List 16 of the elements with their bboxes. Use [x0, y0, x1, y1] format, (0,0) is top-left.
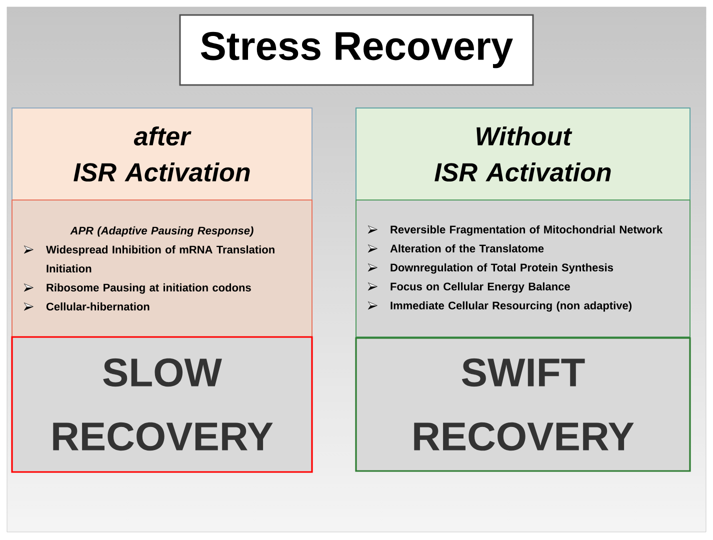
bullet-item: Immediate Cellular Resourcing (non adaptive): [390, 301, 632, 312]
bullet-item: Focus on Cellular Energy Balance: [390, 282, 570, 293]
header-box: Without ISR Activation: [356, 108, 690, 200]
bullet-item: Alteration of the Translatome: [390, 244, 544, 252]
result-box: SLOW RECOVERY: [11, 336, 313, 473]
result-box: SWIFT RECOVERY: [355, 337, 691, 472]
text-panel: [12, 200, 312, 338]
text-panel: [356, 200, 690, 338]
bullet-item: Downregulation of Total Protein Synthesis: [390, 263, 614, 274]
bullet-item: Reversible Fragmentation of Mitochondrial Network: [390, 225, 663, 236]
subheading: APR (Adaptive Pausing Response): [70, 226, 254, 237]
title-box: Stress Recovery: [179, 14, 534, 86]
bullet-item: Ribosome Pausing at initiation codons: [46, 283, 251, 294]
header-box: after ISR Activation: [12, 108, 312, 200]
bullet-item: Widespread Inhibition of mRNA Translation Initiation: [46, 245, 274, 272]
bullet-item: Cellular-hibernation: [46, 302, 150, 310]
